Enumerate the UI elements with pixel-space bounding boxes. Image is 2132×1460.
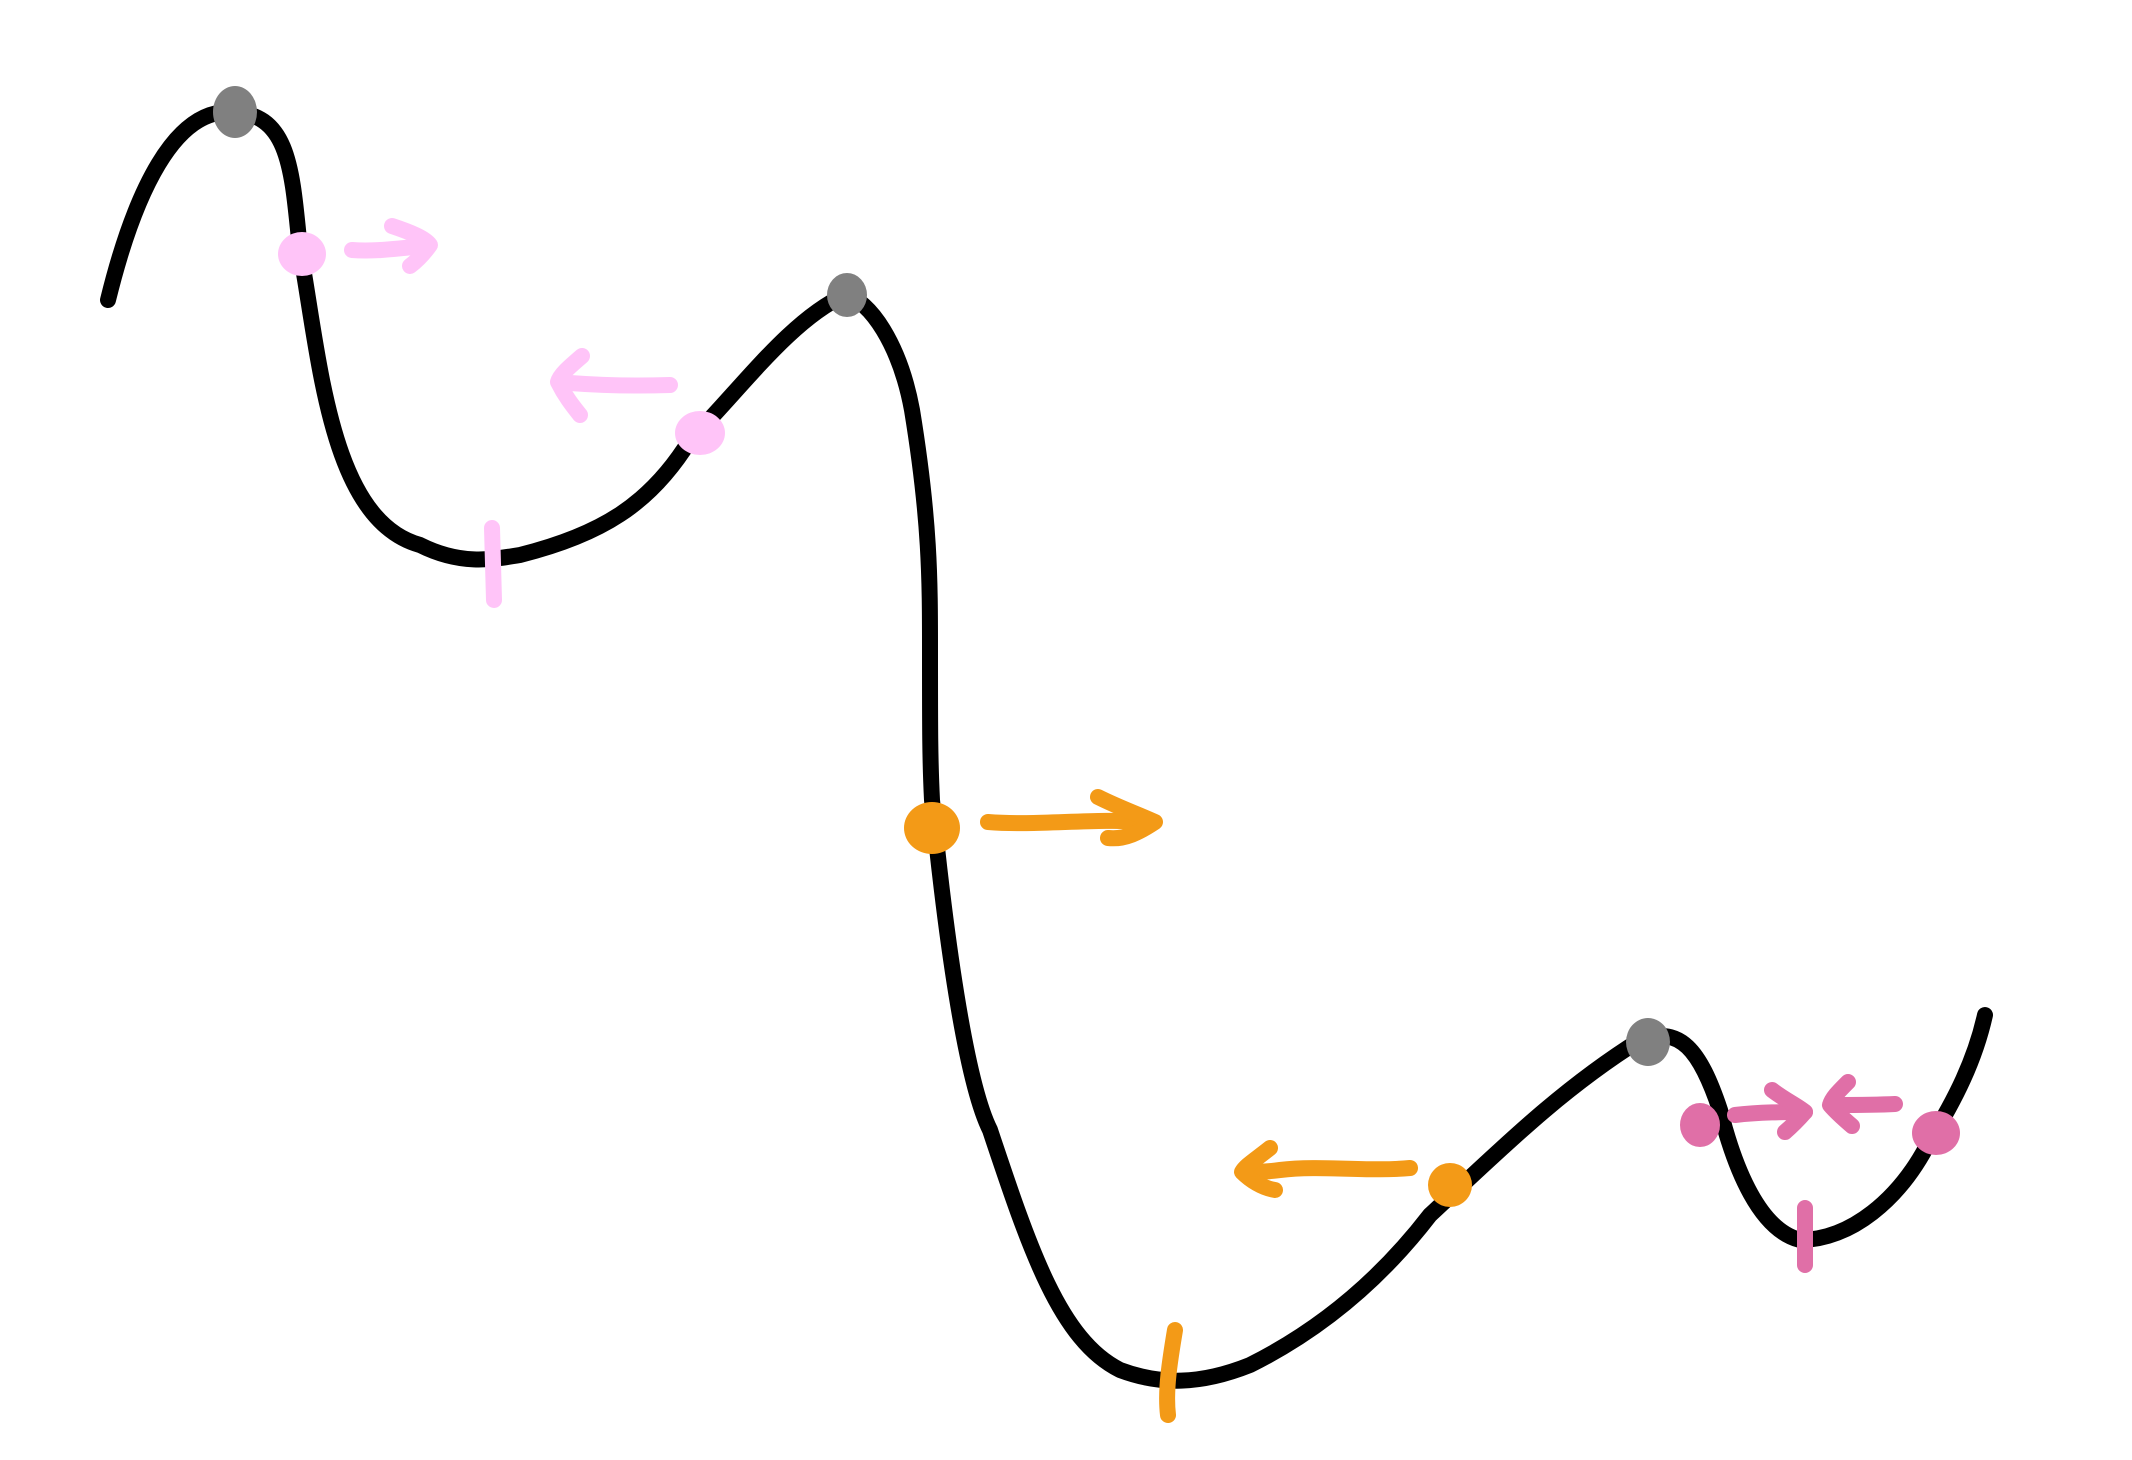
arrow-left-icon xyxy=(1234,1140,1418,1198)
maximum-dot-1 xyxy=(213,86,257,138)
basin-middle-group xyxy=(904,789,1472,1423)
arrow-right-icon xyxy=(1727,1082,1813,1140)
arrow-right-icon xyxy=(980,789,1163,847)
maximum-dot-3 xyxy=(1626,1018,1670,1066)
basin-left-left-slope-dot xyxy=(675,411,725,455)
basin-left-minimum-tick xyxy=(484,520,502,608)
basin-left-right-slope-dot xyxy=(278,232,326,276)
basin-middle-minimum-tick xyxy=(1159,1322,1183,1423)
maximum-dot-2 xyxy=(827,273,867,317)
arrow-left-icon xyxy=(1822,1074,1903,1134)
basin-left-group xyxy=(278,218,725,608)
arrow-left-icon xyxy=(550,348,678,423)
energy-curve xyxy=(100,103,1993,1389)
arrow-right-icon xyxy=(344,218,438,274)
basin-middle-left-slope-dot xyxy=(1428,1163,1472,1207)
basin-middle-right-slope-dot xyxy=(904,802,960,854)
basin-right-right-slope-dot xyxy=(1680,1103,1720,1147)
basin-right-left-slope-dot xyxy=(1912,1111,1960,1155)
basin-right-group xyxy=(1680,1074,1960,1273)
